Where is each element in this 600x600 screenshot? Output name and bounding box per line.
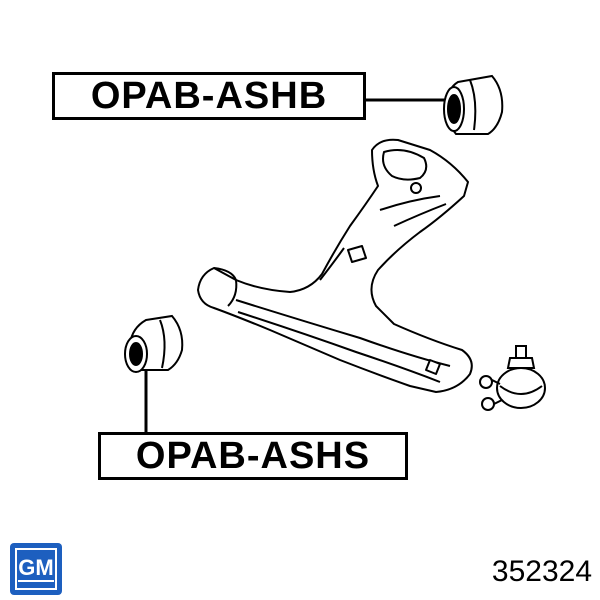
- part-label-upper-bushing: OPAB-ASHB: [52, 72, 366, 120]
- bushing-front-icon: [124, 314, 184, 373]
- gm-logo-text: GM: [18, 554, 54, 582]
- control-arm-icon: [197, 138, 473, 393]
- part-number: 352324: [491, 555, 592, 588]
- bushing-top-icon: [443, 74, 504, 135]
- gm-logo-frame: GM: [15, 548, 57, 590]
- part-label-front-bushing: OPAB-ASHS: [98, 432, 408, 480]
- gm-logo: GM: [10, 543, 62, 595]
- ball-joint-icon: [479, 345, 546, 411]
